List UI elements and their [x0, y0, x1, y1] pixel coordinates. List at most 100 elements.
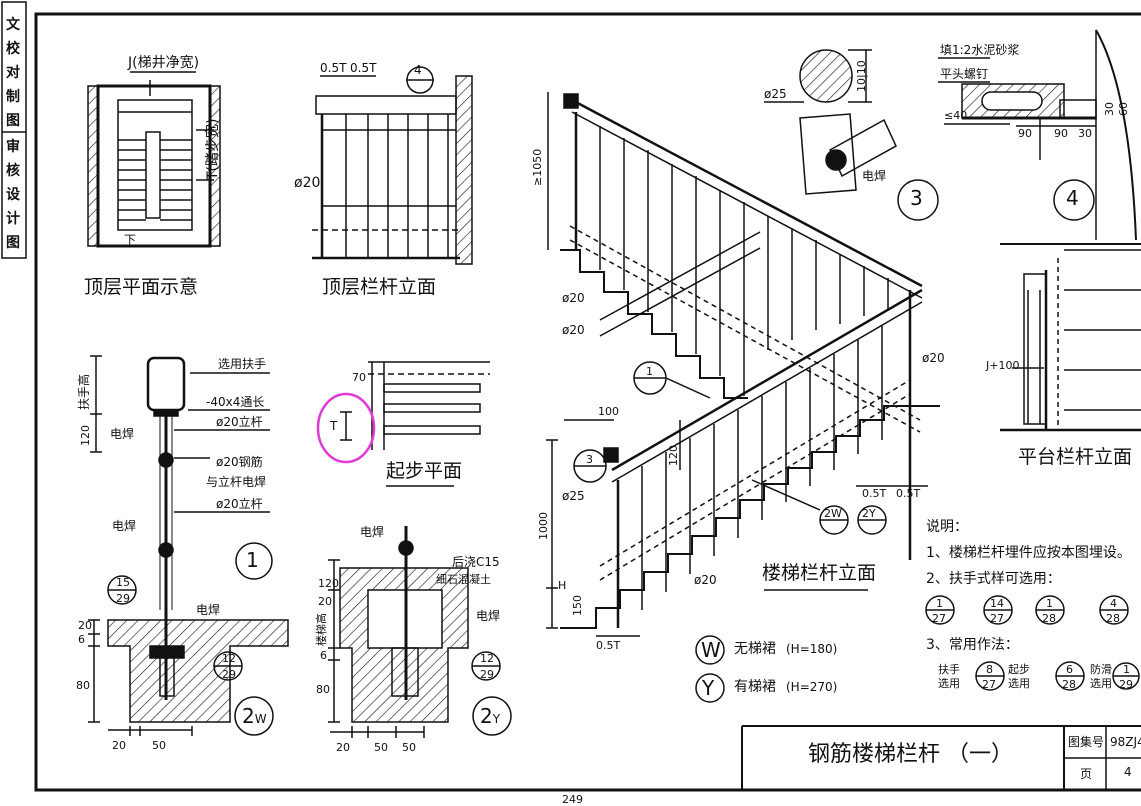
elev-dim-b: 0.5T — [350, 61, 377, 75]
d4-dim: 30 — [1103, 102, 1116, 116]
note-item-ref: 29 — [1119, 678, 1133, 691]
notes-heading: 说明： — [926, 519, 968, 535]
d2y-dim-v: 6 — [320, 649, 327, 662]
legend-y-param: (H=270) — [786, 680, 838, 694]
note-item-label: 起步 — [1008, 663, 1030, 676]
legend-y-text: 有梯裙 — [734, 679, 776, 695]
side-char: 图 — [6, 235, 20, 251]
stair-ref-2w: 2W — [824, 507, 842, 520]
sheet-border — [34, 12, 1141, 792]
d2w-number: 2W — [242, 704, 267, 728]
stair-dim-1000: 1000 — [537, 512, 550, 540]
atlas-number: 98ZJ4 — [1110, 735, 1141, 749]
page-number: 4 — [1124, 765, 1132, 779]
d2y-ref-right-sub: 29 — [480, 668, 494, 681]
d2y-concrete-1: 后浇C15 — [452, 555, 500, 569]
page-label: 页 — [1080, 767, 1093, 781]
d2y-number: 2Y — [480, 704, 501, 728]
note-item-label: 选用 — [938, 677, 960, 690]
side-char: 设 — [6, 187, 20, 203]
note-item-ref: 8 — [986, 663, 993, 676]
side-strip-frame — [1, 1, 27, 259]
d2y-concrete-2: 细石混凝土 — [436, 573, 491, 586]
side-char: 校 — [6, 41, 20, 57]
note-ref: 27 — [990, 612, 1004, 625]
note-ref: 27 — [932, 612, 946, 625]
note-1: 1、楼梯栏杆埋件应按本图埋设。 — [926, 545, 1131, 561]
stair-dim-100: 100 — [598, 405, 619, 418]
platform-dim: J+100 — [986, 359, 1020, 372]
top-elevation-caption: 顶层栏杆立面 — [322, 276, 437, 298]
platform-elevation-drawing — [1000, 243, 1141, 432]
side-char: 审 — [6, 139, 20, 155]
d2w-ref-right-sub: 29 — [222, 668, 236, 681]
d2w-dim-v: 20 — [78, 619, 92, 632]
note-item-label: 扶手 — [938, 663, 960, 676]
start-dim-70: 70 — [352, 371, 366, 384]
d1-weld: 电焊 — [112, 519, 137, 533]
note-item-ref: 27 — [982, 678, 996, 691]
d2w-weld: 电焊 — [196, 603, 221, 617]
stair-dim-05t: 0.5T — [896, 487, 921, 500]
d2w-dim-h: 50 — [152, 739, 166, 752]
plan-label-t: T(踏步宽) — [205, 118, 221, 180]
stair-dim-05t: 0.5T — [862, 487, 887, 500]
stair-elevation-caption: 楼梯栏杆立面 — [762, 562, 877, 584]
start-plan-drawing — [340, 361, 490, 487]
sheet-title: 钢筋楼梯栏杆 （一） — [808, 742, 1013, 767]
d3-dim: 10|10 — [855, 60, 868, 92]
stair-elevation-drawing — [546, 92, 940, 637]
d4-mortar: 填1:2水泥砂浆 — [940, 43, 1020, 57]
stair-ref-3: 3 — [586, 453, 593, 466]
d1-label: ø20立杆 — [216, 415, 263, 429]
top-plan-drawing — [87, 71, 221, 248]
side-char: 图 — [6, 113, 20, 129]
start-plan-caption: 起步平面 — [386, 460, 463, 482]
title-block — [741, 725, 1141, 790]
d3-number: 3 — [910, 186, 923, 210]
note-item-label: 选用 — [1090, 677, 1112, 690]
d2y-ref-right: 12 — [480, 652, 494, 665]
d4-dim: ≤40 — [944, 109, 968, 122]
atlas-label: 图集号 — [1068, 735, 1105, 749]
note-3: 3、常用作法： — [926, 637, 1019, 653]
platform-elevation-caption: 平台栏杆立面 — [1018, 446, 1133, 468]
note-ref: 1 — [936, 597, 943, 610]
d4-dim: 60 — [1117, 102, 1130, 116]
detail-2w-drawing — [88, 575, 289, 736]
d1-label: -40x4通长 — [206, 395, 265, 409]
highlight-annotation — [316, 392, 376, 464]
side-char: 制 — [6, 89, 20, 105]
d2w-dim-h: 20 — [112, 739, 126, 752]
note-ref: 28 — [1106, 612, 1120, 625]
top-plan-caption: 顶层平面示意 — [84, 276, 199, 298]
d2y-dim-h: 50 — [374, 741, 388, 754]
d1-dim-120: 120 — [79, 425, 92, 446]
d2y-weld-right: 电焊 — [476, 609, 501, 623]
plan-label-down: 下 — [124, 233, 137, 247]
start-label-t: T — [330, 419, 338, 433]
d1-height-label: 扶手高 — [77, 373, 91, 410]
detail-4-drawing — [938, 29, 1137, 241]
side-char: 计 — [6, 211, 20, 227]
stair-bar-label: ø20 — [562, 291, 585, 305]
side-char: 文 — [6, 17, 20, 33]
stair-dim-120: 120 — [667, 445, 680, 466]
elev-ref-number: 4 — [414, 63, 422, 77]
elev-dim-a: 0.5T — [320, 61, 347, 75]
legend-w-symbol — [695, 635, 725, 665]
d2w-dim-v: 6 — [78, 633, 85, 646]
stair-dim-h: H — [558, 579, 567, 592]
d2y-dim-v: 120 — [318, 577, 339, 590]
side-char: 核 — [6, 163, 20, 179]
d2y-dim-h: 50 — [402, 741, 416, 754]
note-item-ref: 1 — [1123, 663, 1130, 676]
d3-weld: 电焊 — [862, 169, 887, 183]
d1-label: ø20立杆 — [216, 497, 263, 511]
d1-number: 1 — [246, 548, 259, 572]
legend-w-param: (H=180) — [786, 642, 838, 656]
d2y-dim-h: 20 — [336, 741, 350, 754]
detail-1-drawing — [90, 355, 273, 610]
d2w-ref-top: 15 — [116, 576, 130, 589]
